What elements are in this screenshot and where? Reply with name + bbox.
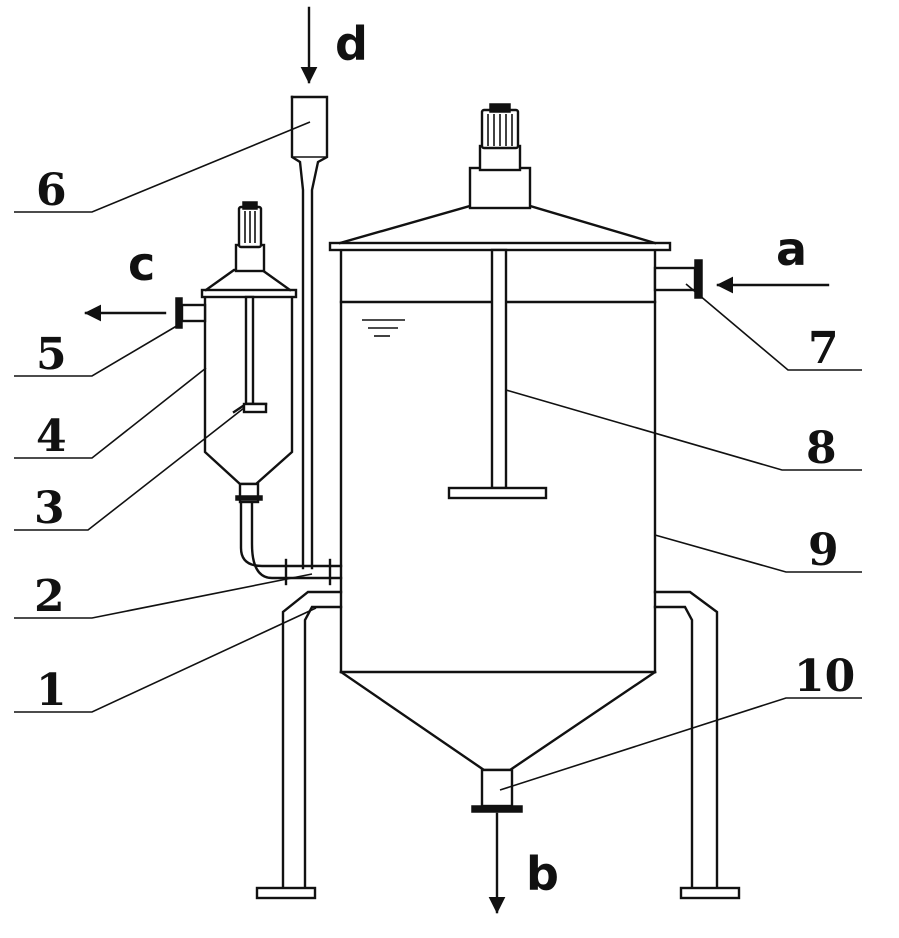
label-flow-b: b <box>526 847 559 901</box>
label-flow-d: d <box>335 17 368 71</box>
label-part-6: 6 <box>36 165 67 216</box>
main-tank <box>339 248 657 772</box>
leader-lines <box>14 121 862 791</box>
small-agitator <box>232 295 268 414</box>
label-flow-a: a <box>776 222 807 276</box>
label-part-1: 1 <box>36 665 67 716</box>
label-part-8: 8 <box>806 423 837 474</box>
outlet-c-nozzle <box>175 297 207 329</box>
liquid-level-symbol <box>362 319 405 337</box>
label-part-7: 7 <box>808 323 839 374</box>
small-agitator-motor <box>237 201 263 249</box>
tank-lid <box>328 144 672 252</box>
right-support-leg <box>653 590 741 900</box>
left-support-leg <box>255 590 343 900</box>
label-part-2: 2 <box>34 571 65 622</box>
bottom-outlet <box>471 768 523 813</box>
label-part-5: 5 <box>36 329 67 380</box>
small-vessel <box>200 243 298 504</box>
label-part-4: 4 <box>36 411 67 462</box>
main-agitator-motor <box>480 103 520 150</box>
label-part-3: 3 <box>34 483 65 534</box>
label-part-9: 9 <box>808 525 839 576</box>
label-flow-c: c <box>128 237 155 291</box>
inlet-a-nozzle <box>653 259 703 299</box>
connecting-pipe <box>239 498 343 586</box>
label-part-10: 10 <box>794 651 855 702</box>
dosing-funnel <box>290 95 329 570</box>
main-agitator <box>447 248 548 500</box>
